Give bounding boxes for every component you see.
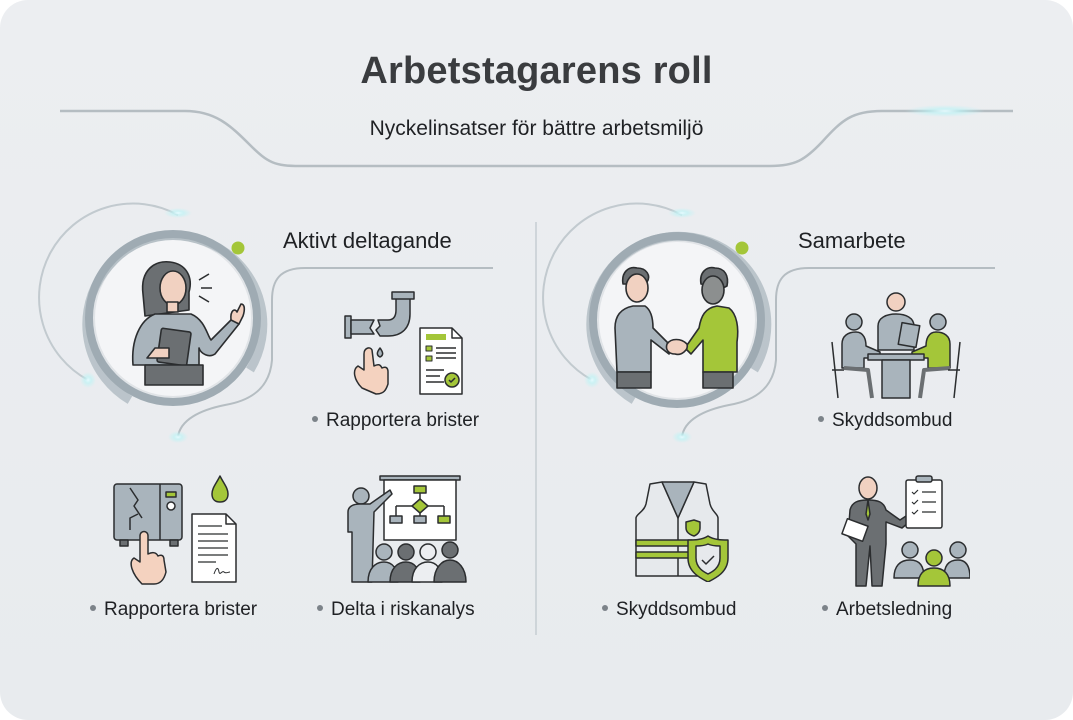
broken-pipe-report-icon (344, 291, 463, 395)
bullet-icon (818, 415, 824, 422)
hero-circle (85, 230, 261, 406)
manager-checklist-team-icon (841, 475, 970, 587)
broken-machine-report-icon (113, 475, 237, 585)
page-subtitle: Nyckelinsatser för bättre arbetsmiljö (369, 117, 704, 140)
bullet-icon (822, 604, 828, 611)
hero-circle (589, 232, 765, 408)
meeting-table-icon (831, 292, 961, 399)
section-title-samarbete: Samarbete (798, 228, 906, 253)
item-rapportera-brister-2: Rapportera brister (90, 599, 257, 621)
header-curve-line (60, 109, 1013, 168)
bullet-icon (312, 415, 318, 422)
item-delta-i-riskanalys: Delta i riskanalys (317, 599, 475, 621)
accent-dot (735, 241, 749, 255)
bullet-icon (317, 604, 323, 611)
risk-analysis-presentation-icon (347, 475, 467, 583)
bullet-icon (602, 604, 608, 611)
page-title: Arbetstagarens roll (360, 50, 713, 92)
accent-dot (231, 241, 245, 255)
handshake-icon (614, 266, 739, 389)
item-skyddsombud-2: Skyddsombud (602, 599, 736, 621)
safety-vest-shield-icon (635, 481, 729, 582)
item-arbetsledning: Arbetsledning (822, 599, 952, 621)
item-skyddsombud-1: Skyddsombud (818, 410, 952, 432)
bullet-icon (90, 604, 96, 611)
section-title-aktivt-deltagande: Aktivt deltagande (283, 228, 452, 253)
woman-reporting-with-tablet-icon (131, 261, 246, 386)
item-rapportera-brister-1: Rapportera brister (312, 410, 479, 432)
